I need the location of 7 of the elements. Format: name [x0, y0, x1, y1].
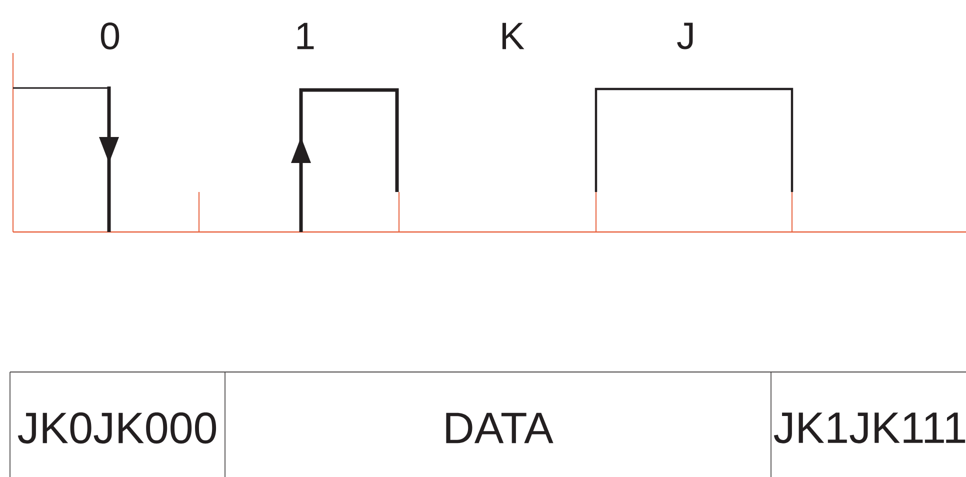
signal-label: 0	[100, 22, 120, 50]
signal-label: K	[502, 22, 524, 50]
table-cell: JK0JK000	[10, 372, 226, 477]
table-cell: DATA	[224, 372, 772, 477]
table-cell: JK1JK111	[770, 372, 966, 477]
signal-label: J	[677, 22, 693, 50]
signal-label: 1	[297, 22, 314, 50]
